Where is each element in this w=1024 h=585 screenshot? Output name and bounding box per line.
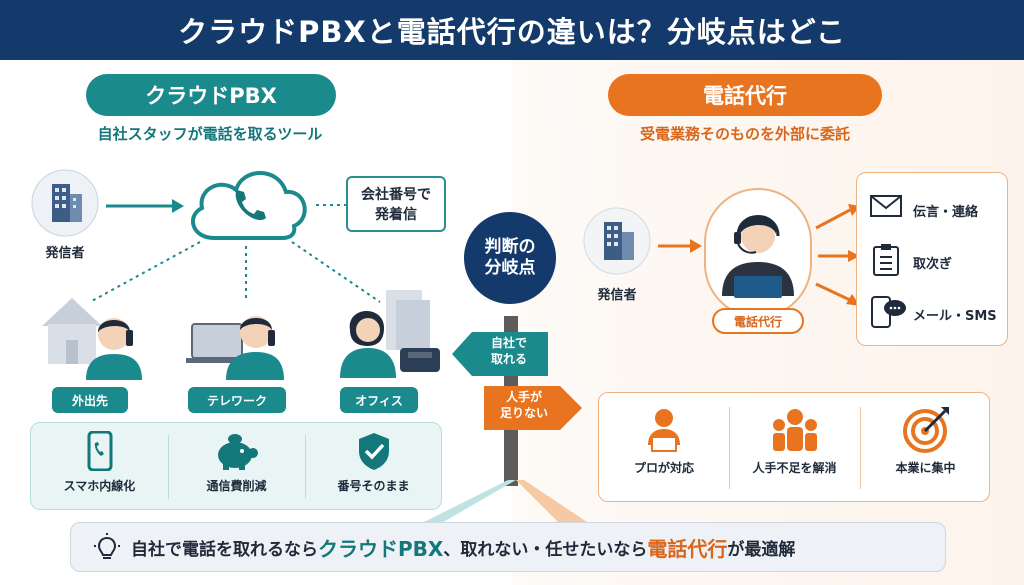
team-icon <box>772 409 817 451</box>
callout-connector <box>316 204 348 206</box>
phone-agency-pill-label: 電話代行 <box>703 84 787 108</box>
judge-line1: 判断の <box>484 236 536 257</box>
operator-headset-icon <box>722 215 794 298</box>
phone-agency-pill: 電話代行 <box>608 74 882 116</box>
sign-left-line2: 取れる <box>490 352 527 367</box>
arrow-to-operator <box>658 239 702 253</box>
feature-staff: 人手不足を解消 <box>729 405 860 476</box>
phone-agency-subtitle: 受電業務そのものを外部に委託 <box>639 125 850 143</box>
feature-label-6: 本業に集中 <box>895 461 956 475</box>
feature-focus: 本業に集中 <box>860 405 991 476</box>
feature-label-5: 人手不足を解消 <box>752 461 837 475</box>
outputs-panel: 伝言・連絡 取次ぎ メール・SMS <box>856 172 1008 346</box>
conclusion-highlight-agency: 電話代行 <box>647 536 728 561</box>
feature-label-2: 通信費削減 <box>206 479 267 493</box>
envelope-icon <box>870 195 902 217</box>
output-mail-sms: メール・SMS <box>913 309 997 324</box>
office-person-icon <box>340 290 440 378</box>
sign-right-line2: 足りない <box>499 406 548 421</box>
page-title: クラウドPBXと電話代行の違いは？分岐点はどこ <box>0 0 1024 60</box>
cloud-phone-icon <box>190 171 307 240</box>
operator-tag: 電話代行 <box>712 308 804 334</box>
smartphone-icon <box>87 431 112 471</box>
judge-line2: 分岐点 <box>484 258 536 278</box>
callout-line1: 会社番号で <box>361 187 431 203</box>
home-person-icon <box>42 298 142 380</box>
cloudpbx-pill-label: クラウドPBX <box>145 84 277 108</box>
callout-line2: 発着信 <box>375 207 417 223</box>
feature-pro: プロが対応 <box>599 405 729 476</box>
tag-office: オフィス <box>340 387 418 413</box>
conclusion-bar: 自社で電話を取れるならクラウドPBX、取れない・任せたいなら電話代行が最適解 <box>70 522 946 572</box>
conclusion-part1: 自社で電話を取れるなら <box>131 539 318 560</box>
sign-left-text: 自社で 取れる <box>474 335 544 367</box>
target-icon <box>902 407 949 453</box>
output-message: 伝言・連絡 <box>913 205 979 220</box>
feature-number: 番号そのまま <box>305 431 442 494</box>
operator-laptop-icon <box>648 409 680 452</box>
piggy-bank-icon <box>217 434 258 470</box>
judgment-circle: 判断の 分岐点 <box>464 212 556 304</box>
callout-box: 会社番号で 発着信 <box>346 176 446 232</box>
conclusion-part2: 、取れない・任せたいなら <box>443 539 648 560</box>
sign-left-line1: 自社で <box>490 336 527 350</box>
arrow-to-cloud <box>106 199 184 213</box>
sign-right-shape <box>484 386 582 430</box>
caller-label-right: 発信者 <box>597 288 637 303</box>
cloudpbx-pill: クラウドPBX <box>86 74 336 116</box>
output-transfer: 取次ぎ <box>913 257 953 272</box>
fan-arrows <box>815 204 860 306</box>
caller-label-left: 発信者 <box>45 246 85 261</box>
lightbulb-icon <box>94 533 120 559</box>
cloud-connectors <box>89 241 381 303</box>
conclusion-part3: が最適解 <box>727 539 796 560</box>
feature-smartphone: スマホ内線化 <box>31 431 168 494</box>
tag-telework: テレワーク <box>188 387 286 413</box>
conclusion-highlight-pbx: クラウドPBX <box>318 536 444 561</box>
clipboard-icon <box>873 244 899 276</box>
building-icon <box>31 169 99 237</box>
telework-person-icon <box>186 316 284 380</box>
feature-label-4: プロが対応 <box>633 461 694 475</box>
shield-check-icon <box>358 433 389 470</box>
feature-label-3: 番号そのまま <box>337 479 410 493</box>
cloudpbx-features-panel: スマホ内線化 通信費削減 番号そのまま <box>30 422 442 510</box>
sign-right-text: 人手が 足りない <box>488 389 560 421</box>
sign-right-line1: 人手が <box>505 390 542 404</box>
mobile-chat-icon <box>871 296 906 328</box>
building-icon-right <box>583 207 651 275</box>
tag-outside: 外出先 <box>52 387 128 413</box>
cloudpbx-subtitle: 自社スタッフが電話を取るツール <box>97 125 323 143</box>
sign-left-shape <box>452 332 548 376</box>
feature-cost: 通信費削減 <box>168 431 305 494</box>
phone-agency-features-panel: プロが対応 人手不足を解消 本業に集中 <box>598 392 990 502</box>
title-text: クラウドPBXと電話代行の違いは？分岐点はどこ <box>178 15 846 49</box>
path-beams <box>420 480 590 524</box>
feature-label-1: スマホ内線化 <box>63 479 136 493</box>
